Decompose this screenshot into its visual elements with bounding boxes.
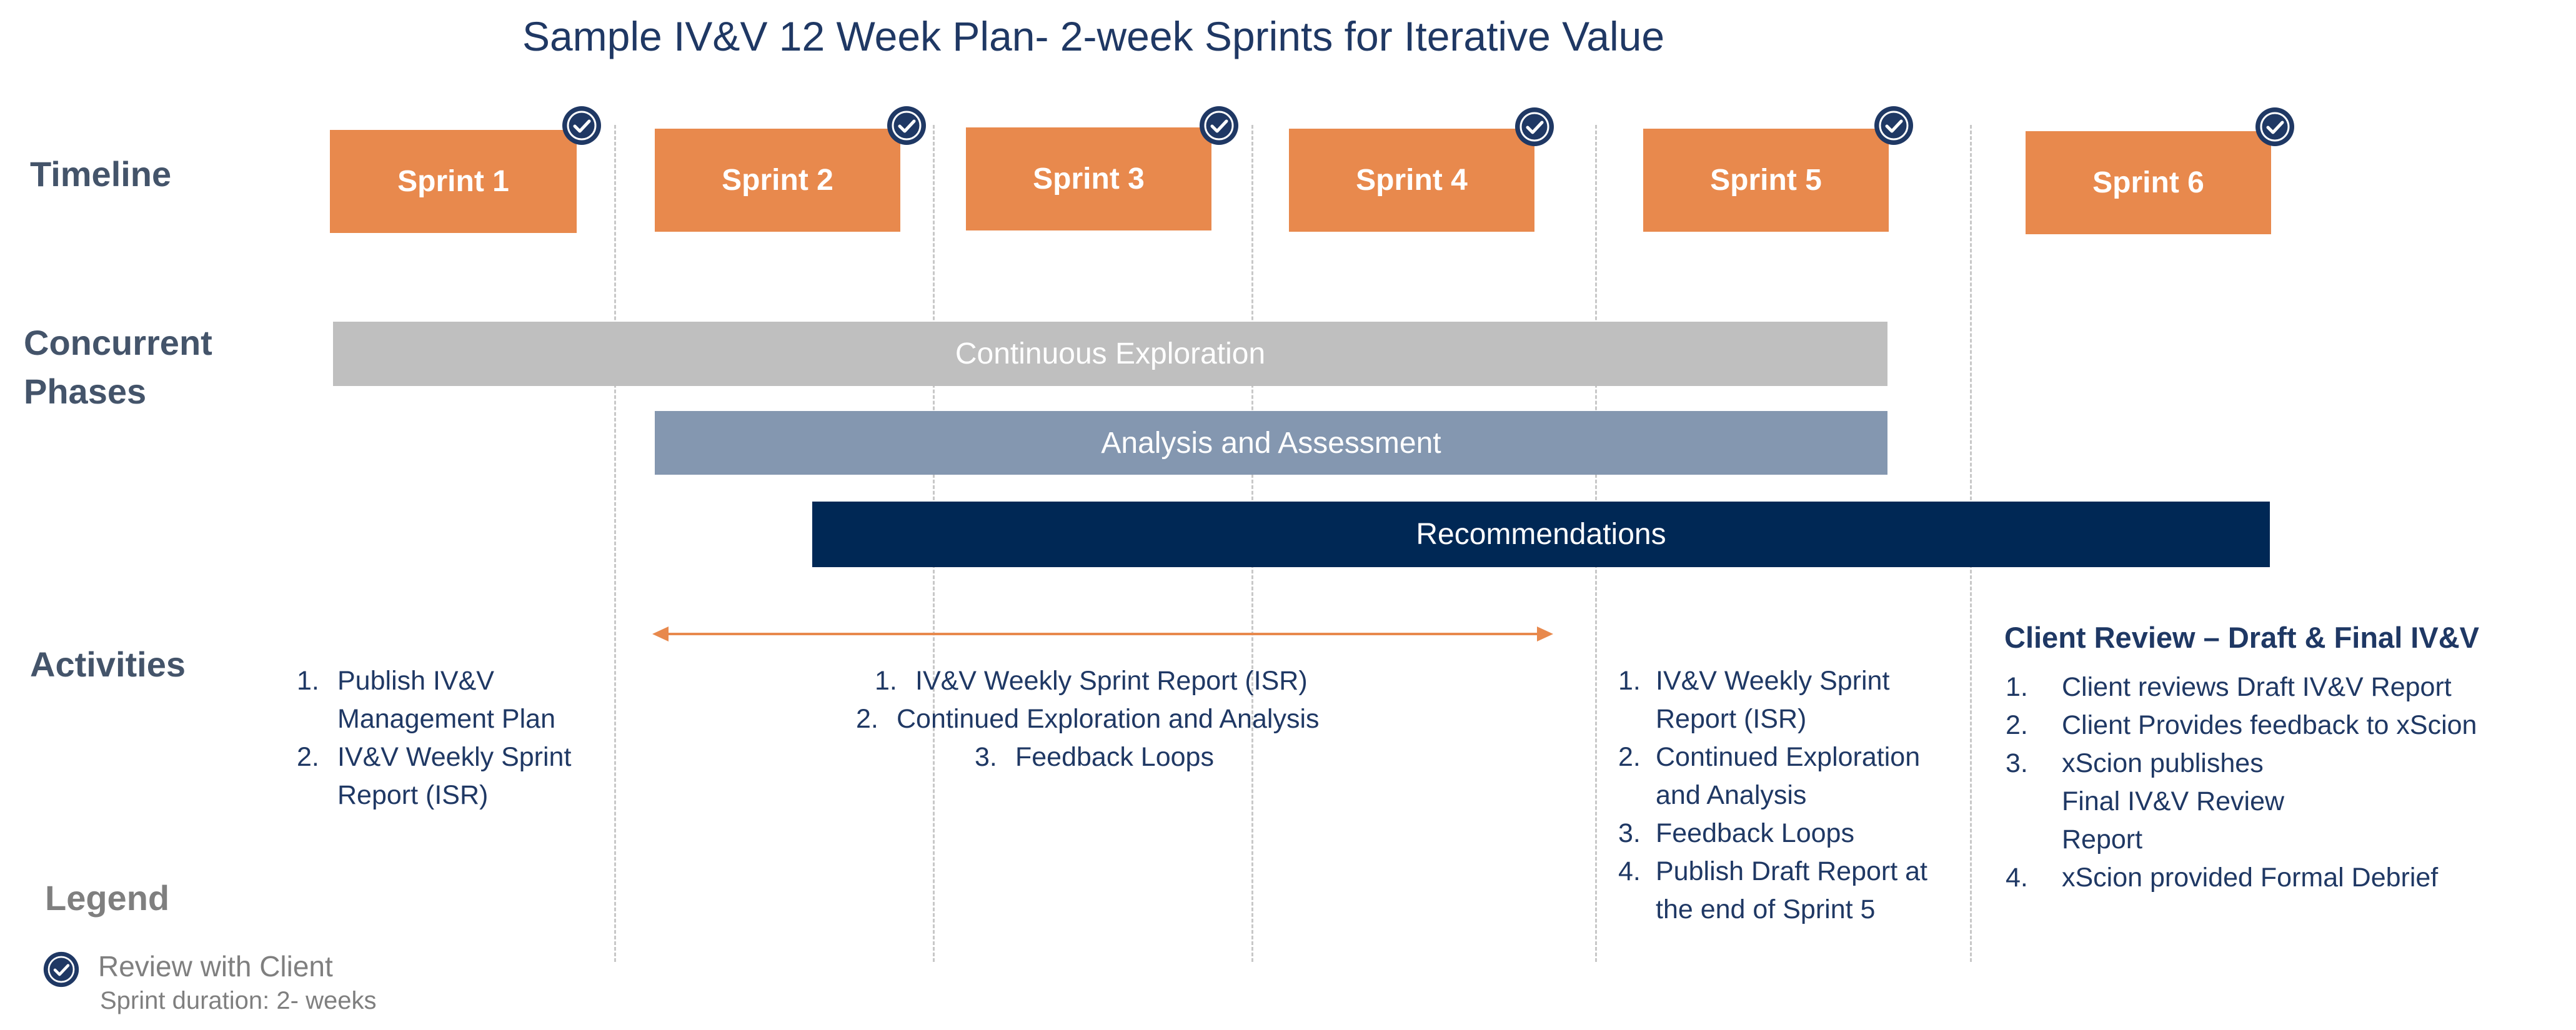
check-badge-icon xyxy=(1515,107,1554,146)
list-item: 1.Publish IV&V Management Plan xyxy=(297,666,555,734)
check-badge-icon xyxy=(1200,106,1238,145)
client-review-title: Client Review – Draft & Final IV&V xyxy=(2004,621,2480,654)
check-badge-icon xyxy=(43,951,79,988)
sprints2-4-activity-list: 1.IV&V Weekly Sprint Report (ISR) 2.Cont… xyxy=(856,662,1418,776)
sprint-divider xyxy=(614,125,616,962)
sprint5-activity-list: 1.IV&V Weekly Sprint Report (ISR) 2.Cont… xyxy=(1618,662,1968,929)
client-review-list: 1.Client reviews Draft IV&V Report 2.Cli… xyxy=(2006,668,2518,897)
legend-review-label: Review with Client xyxy=(98,950,333,983)
sprint1-activity-list: 1.Publish IV&V Management Plan 2.IV&V We… xyxy=(297,662,597,815)
list-item: 2.IV&V Weekly Sprint Report (ISR) xyxy=(297,742,572,810)
continuous-exploration-bar: Continuous Exploration xyxy=(333,322,1887,386)
list-item: 4.Publish Draft Report at the end of Spr… xyxy=(1618,856,1927,924)
legend-title: Legend xyxy=(45,878,170,918)
list-item: 1.Client reviews Draft IV&V Report xyxy=(2006,672,2452,702)
analysis-assessment-bar: Analysis and Assessment xyxy=(655,411,1887,475)
sprint-1-box: Sprint 1 xyxy=(330,130,577,233)
list-item: 3.Feedback Loops xyxy=(1618,818,1854,848)
legend-duration: Sprint duration: 2- weeks xyxy=(100,987,377,1014)
page-title: Sample IV&V 12 Week Plan- 2-week Sprints… xyxy=(522,13,1665,59)
activities-label: Activities xyxy=(30,645,186,684)
list-item: 1.IV&V Weekly Sprint Report (ISR) xyxy=(1618,666,1890,734)
sprint-2-box: Sprint 2 xyxy=(655,129,900,232)
list-item: 3.xScion publishes Final IV&V Review Rep… xyxy=(2006,748,2285,854)
sprint-3-box: Sprint 3 xyxy=(966,127,1211,230)
sprint-4-box: Sprint 4 xyxy=(1289,129,1534,232)
list-item: 3.Feedback Loops xyxy=(975,742,1214,772)
sprint-span-arrow xyxy=(652,626,1553,641)
check-badge-icon xyxy=(2255,107,2294,146)
check-badge-icon xyxy=(887,106,926,145)
list-item: 2.Continued Exploration and Analysis xyxy=(856,704,1320,734)
check-badge-icon xyxy=(1874,106,1913,145)
sprint-5-box: Sprint 5 xyxy=(1643,129,1889,232)
list-item: 2.Continued Exploration and Analysis xyxy=(1618,742,1921,810)
check-badge-icon xyxy=(562,106,601,145)
timeline-label: Timeline xyxy=(30,154,172,194)
list-item: 1.IV&V Weekly Sprint Report (ISR) xyxy=(875,666,1308,696)
recommendations-bar: Recommendations xyxy=(812,502,2270,567)
concurrent-phases-label: Concurrent Phases xyxy=(24,323,212,411)
list-item: 4.xScion provided Formal Debrief xyxy=(2006,863,2439,893)
list-item: 2.Client Provides feedback to xScion xyxy=(2006,710,2477,740)
sprint-6-box: Sprint 6 xyxy=(2026,131,2271,234)
